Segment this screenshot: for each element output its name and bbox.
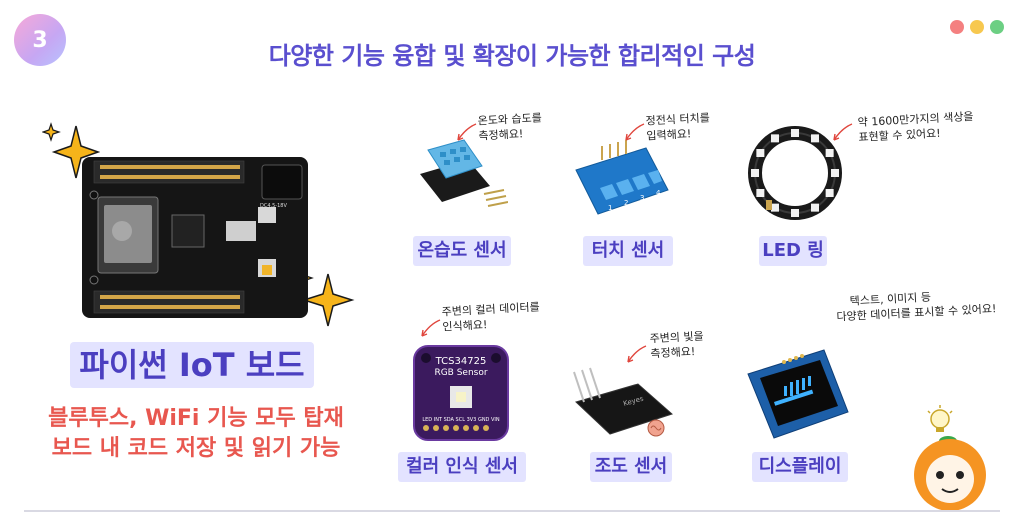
- temperature-humidity-note: 온도와 습도를 측정해요!: [477, 111, 543, 143]
- annotation-arrow-icon: [457, 123, 477, 141]
- color-sensor-image: TCS34725 RGB Sensor LED INT SDA SCL 3V3 …: [413, 345, 509, 441]
- led-ring-note: 약 1600만가지의 색상을 표현할 수 있어요!: [857, 109, 974, 145]
- touch-sensor-note: 정전식 터치를 입력해요!: [645, 111, 711, 143]
- board-feature-2: 보드 내 코드 저장 및 읽기 가능: [51, 436, 341, 461]
- led-pixel: [756, 149, 765, 157]
- esp32-board-image: DC4.5-18V: [82, 157, 308, 318]
- window-dot-red[interactable]: [950, 20, 964, 34]
- led-pixel: [825, 189, 834, 197]
- light-sensor-label: 조도 센서: [594, 456, 668, 477]
- annotation-arrow-icon: [421, 319, 441, 337]
- led-ring-image: [748, 126, 842, 220]
- sparkle-icon: [42, 122, 100, 179]
- led-pixel: [751, 169, 759, 177]
- component-label-background: [759, 236, 827, 266]
- window-dot-yellow[interactable]: [970, 20, 984, 34]
- led-pixel: [811, 134, 819, 143]
- board-silkscreen: DC4.5-18V: [260, 203, 287, 209]
- mascot-character-image: [914, 405, 986, 510]
- light-sensor-note: 주변의 빛을 측정해요!: [649, 329, 705, 361]
- touch-key-label: 1: [608, 204, 612, 212]
- touch-key-label: 2: [624, 199, 628, 207]
- touch-key-label: 3: [640, 194, 644, 202]
- led-pixel: [791, 129, 799, 137]
- lightbulb-icon: [927, 405, 953, 432]
- color-sensor-chip-title: TCS34725: [435, 356, 487, 367]
- component-label-background: [752, 452, 848, 482]
- led-pixel: [825, 149, 834, 157]
- led-pixel: [771, 203, 779, 212]
- window-dot-green[interactable]: [990, 20, 1004, 34]
- step-badge: 3: [14, 14, 66, 66]
- color-sensor-note: 주변의 컬러 데이터를 인식해요!: [441, 300, 540, 334]
- annotation-arrow-icon: [833, 123, 853, 141]
- led-pixel: [831, 169, 839, 177]
- led-ring-label: LED 링: [762, 240, 824, 261]
- board-label-background: [70, 342, 314, 388]
- led-pixel: [791, 209, 799, 217]
- bottom-divider: [24, 510, 1000, 512]
- color-sensor-pin-labels: LED INT SDA SCL 3V3 GND VIN: [422, 417, 500, 423]
- component-label-background: [398, 452, 526, 482]
- touch-key-label: 4: [656, 189, 661, 197]
- annotation-arrow-icon: [627, 345, 647, 363]
- temperature-humidity-sensor-label: 온습도 센서: [417, 240, 507, 261]
- color-sensor-chip-subtitle: RGB Sensor: [434, 368, 487, 378]
- touch-sensor-image: 1 2 3 4: [575, 140, 669, 215]
- board-label: 파이썬 IoT 보드: [79, 346, 305, 384]
- temperature-humidity-sensor-image: [420, 139, 508, 207]
- annotation-arrow-icon: [625, 123, 645, 141]
- color-sensor-label: 컬러 인식 센서: [406, 456, 518, 477]
- display-note: 텍스트, 이미지 등 다양한 데이터를 표시할 수 있어요!: [836, 290, 997, 324]
- led-pixel: [811, 203, 819, 212]
- led-pixel: [756, 189, 765, 197]
- led-pixel: [771, 134, 779, 143]
- display-label: 디스플레이: [758, 456, 842, 477]
- slide-title: 다양한 기능 융합 및 확장이 가능한 합리적인 구성: [268, 42, 756, 70]
- board-feature-1: 블루투스, WiFi 기능 모두 탑재: [48, 406, 344, 431]
- oled-display-image: [747, 349, 849, 439]
- light-sensor-image: Keyes: [573, 367, 673, 437]
- window-dots: [950, 20, 1004, 34]
- touch-sensor-label: 터치 센서: [591, 240, 665, 261]
- component-label-background: [413, 236, 511, 266]
- component-label-background: [583, 236, 673, 266]
- component-label-background: [590, 452, 672, 482]
